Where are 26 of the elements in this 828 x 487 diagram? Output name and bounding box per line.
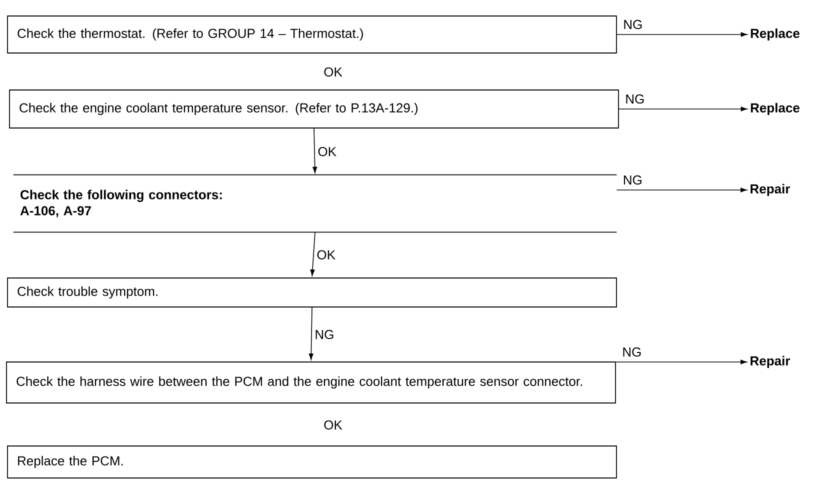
process-box: Check the engine coolant temperature sensor. (Refer to P.13A-129.) [9, 90, 619, 128]
process-box: Check the thermostat. (Refer to GROUP 14 – Thermostat.) [7, 16, 617, 54]
arrow [616, 188, 747, 192]
result-label: Repair [750, 184, 790, 196]
edge-label: NG [622, 18, 644, 30]
edge-label: NG [624, 93, 646, 105]
arrow [618, 106, 748, 112]
branch-label: OK [324, 420, 342, 430]
process-box: Check the harness wire between the PCM and the engine coolant temperature sensor connector. [6, 362, 616, 404]
arrow [616, 32, 748, 37]
arrow [310, 232, 316, 276]
result-label: Replace [750, 102, 800, 116]
process-box: Replace the PCM. [7, 446, 617, 478]
arrow [616, 360, 747, 364]
process-box: Check the following connectors: A-106, A-97 [12, 174, 618, 233]
edge-label: OK [316, 146, 338, 158]
arrow [312, 128, 318, 174]
result-label: Repair [750, 356, 790, 368]
edge-label: OK [316, 249, 336, 260]
process-box: Check trouble symptom. [7, 278, 617, 308]
arrow [308, 307, 314, 360]
branch-label: OK [324, 67, 342, 77]
edge-label: NG [314, 328, 336, 340]
edge-label: NG [621, 346, 643, 358]
result-label: Replace [750, 28, 800, 41]
edge-label: NG [622, 174, 644, 186]
